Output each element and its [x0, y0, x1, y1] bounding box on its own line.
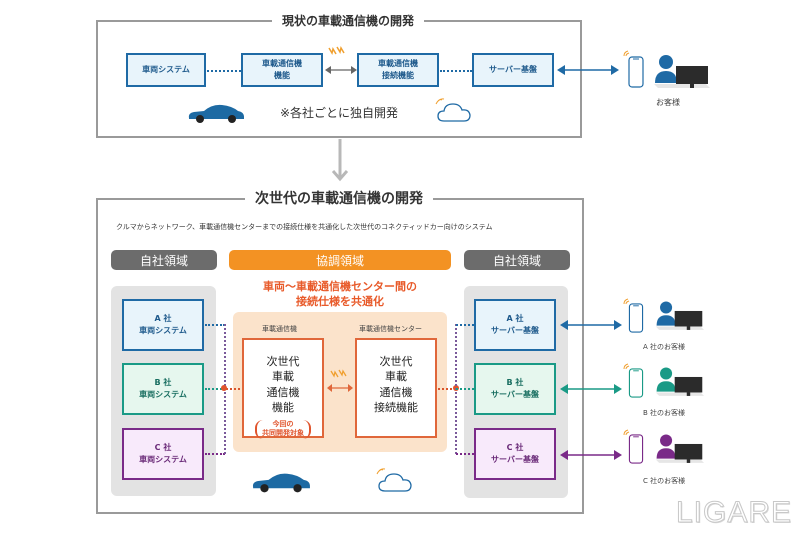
customer-at-pc-icon: [655, 301, 704, 330]
company-name: A 社: [506, 314, 524, 323]
joint-dev-note-line1: 今回の: [272, 419, 294, 428]
connector-line: [456, 388, 474, 390]
next-gen-device-function-box: 次世代 車載 通信機 機能 今回の 共同開発対象: [242, 338, 324, 440]
box-label: 車両システム: [139, 326, 187, 335]
center-caption: 車載通信機センター: [359, 325, 422, 333]
wireless-signal-icon: [328, 46, 345, 55]
customer-at-pc-icon: [655, 367, 704, 396]
center-line: 通信機: [379, 385, 413, 399]
signal-icon: [623, 429, 630, 436]
company-a-customer-label: A 社のお客様: [643, 343, 686, 351]
center-line: 車載: [385, 370, 407, 384]
signal-icon: [623, 363, 630, 370]
bidirectional-arrow-icon: [327, 384, 353, 392]
top-vehicle-system-box: 車両システム: [126, 53, 206, 87]
next-gen-description: クルマからネットワーク、車載通信機センターまでの接続仕様を共通化した次世代のコネ…: [116, 223, 493, 231]
company-b-customer-label: B 社のお客様: [643, 409, 686, 417]
cloud-icon: [435, 98, 471, 122]
device-line: 次世代: [266, 355, 300, 368]
connector-line: [226, 388, 244, 390]
center-line: 次世代: [379, 355, 413, 368]
top-connection-function-box: 車載通信機 接続機能: [357, 53, 439, 87]
box-label: サーバー基盤: [491, 455, 539, 464]
common-spec-heading-line1: 車両〜車載通信機センター間の: [263, 280, 417, 293]
connector-line: [456, 324, 474, 326]
company-name: A 社: [154, 314, 172, 323]
server-customer-arrow-icon: [557, 65, 619, 75]
joint-dev-target-note: 今回の 共同開発対象: [255, 419, 311, 440]
box-label: サーバー基盤: [491, 326, 539, 335]
smartphone-icon: [628, 368, 644, 398]
next-gen-center-connection-box: 次世代 車載 通信機 接続機能: [355, 338, 437, 438]
top-box-label: 車載通信機: [378, 59, 418, 68]
company-c-server-box: C 社 サーバー基盤: [474, 428, 556, 480]
company-name: B 社: [154, 378, 172, 387]
ligare-watermark: LIGARE: [675, 496, 793, 530]
customer-at-pc-icon: [654, 55, 710, 88]
cooperative-region-label: 協調領域: [229, 250, 451, 270]
device-caption: 車載通信機: [262, 325, 297, 333]
current-dev-title: 現状の車載通信機の開発: [272, 12, 425, 29]
company-a-vehicle-system-box: A 社 車両システム: [122, 299, 204, 351]
top-server-box: サーバー基盤: [472, 53, 554, 87]
down-arrow-icon: [332, 139, 348, 182]
connector-line: [207, 70, 241, 72]
center-line: 接続機能: [374, 401, 418, 415]
device-line: 機能: [272, 401, 294, 415]
company-b-vehicle-system-box: B 社 車両システム: [122, 363, 204, 415]
signal-icon: [623, 50, 630, 57]
top-device-function-box: 車載通信機 機能: [241, 53, 323, 87]
smartphone-icon: [628, 56, 644, 88]
box-label: 車両システム: [139, 455, 187, 464]
top-box-label: サーバー基盤: [489, 65, 537, 74]
smartphone-icon: [628, 303, 644, 333]
bidirectional-arrow-icon: [325, 66, 357, 74]
company-c-vehicle-system-box: C 社 車両システム: [122, 428, 204, 480]
wireless-signal-icon: [330, 369, 347, 378]
own-region-right-label: 自社領域: [464, 250, 570, 270]
box-label: 車両システム: [139, 390, 187, 399]
own-region-left-label: 自社領域: [111, 250, 217, 270]
company-c-customer-arrow-icon: [560, 450, 622, 460]
connector-line: [456, 453, 474, 455]
device-line: 通信機: [266, 385, 300, 399]
common-spec-heading-line2: 接続仕様を共通化: [296, 294, 384, 308]
connector-line: [438, 388, 456, 390]
customer-label: お客様: [656, 98, 680, 107]
connector-line: [205, 388, 225, 390]
company-b-server-box: B 社 サーバー基盤: [474, 363, 556, 415]
car-icon: [188, 104, 244, 123]
car-icon: [252, 473, 310, 493]
top-box-label: 車載通信機: [262, 59, 302, 68]
company-a-customer-arrow-icon: [560, 320, 622, 330]
junction-dot: [221, 385, 227, 391]
box-label: サーバー基盤: [491, 390, 539, 399]
company-name: C 社: [506, 443, 524, 452]
joint-dev-note-line2: 共同開発対象: [262, 429, 304, 438]
smartphone-icon: [628, 434, 644, 464]
company-c-customer-label: C 社のお客様: [643, 477, 686, 485]
connector-line: [205, 453, 225, 455]
connector-line: [440, 70, 472, 72]
company-a-server-box: A 社 サーバー基盤: [474, 299, 556, 351]
common-spec-heading: 車両〜車載通信機センター間の 接続仕様を共通化: [233, 280, 447, 310]
company-name: C 社: [154, 443, 172, 452]
signal-icon: [623, 298, 630, 305]
company-b-customer-arrow-icon: [560, 384, 622, 394]
cloud-icon: [376, 468, 412, 492]
independent-dev-note: ※各社ごとに独自開発: [280, 106, 399, 120]
customer-at-pc-icon: [655, 434, 704, 463]
top-box-label: 接続機能: [382, 71, 414, 80]
top-box-label: 機能: [274, 71, 290, 80]
company-name: B 社: [506, 378, 524, 387]
connector-line: [205, 324, 225, 326]
next-gen-dev-title: 次世代の車載通信機の開発: [245, 188, 433, 208]
top-box-label: 車両システム: [142, 65, 190, 74]
device-line: 車載: [272, 370, 294, 384]
